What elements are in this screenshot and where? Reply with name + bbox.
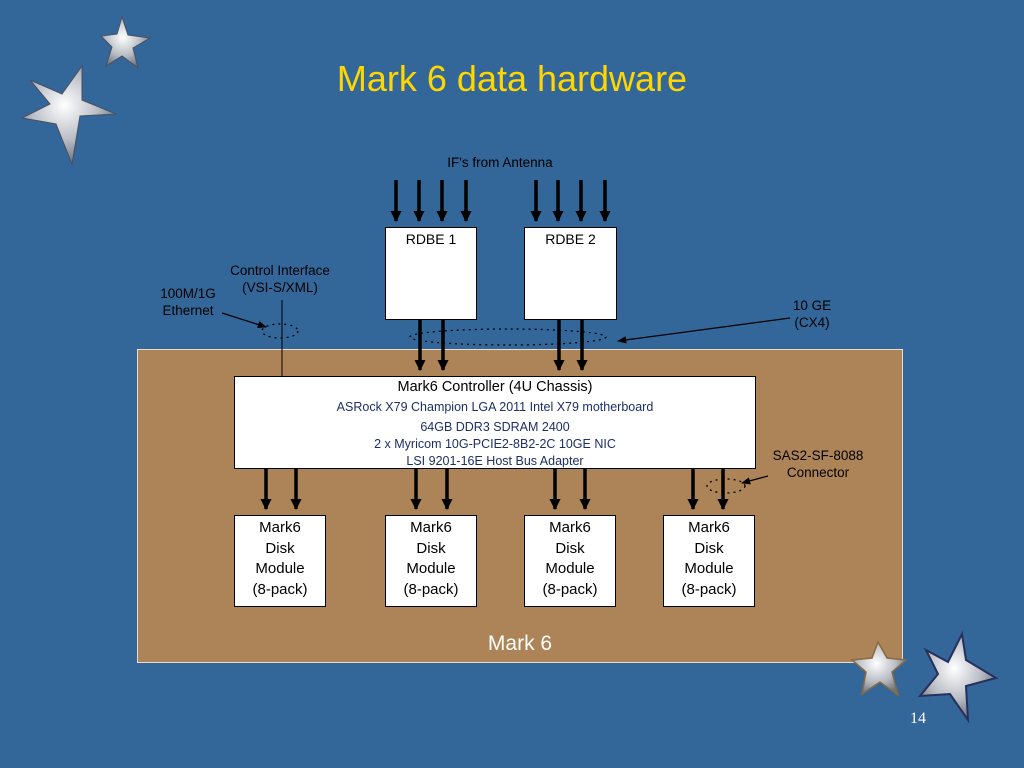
disk-module-line: (8-pack)	[681, 580, 737, 598]
disk-module-line: (8-pack)	[542, 580, 598, 598]
ten-ge-label: 10 GE (CX4)	[772, 297, 852, 331]
disk-module-2: Mark6 Disk Module (8-pack)	[385, 515, 477, 607]
disk-module-line: (8-pack)	[252, 580, 308, 598]
rdbe-2-box: RDBE 2	[524, 227, 617, 320]
controller-title: Mark6 Controller (4U Chassis)	[397, 379, 593, 395]
disk-module-line: Mark6	[688, 519, 730, 536]
ten-ge-line1: 10 GE	[792, 298, 832, 313]
disk-module-line: Mark6	[259, 519, 301, 536]
page-number: 14	[910, 710, 926, 727]
ten-ge-line2: (CX4)	[794, 315, 830, 330]
star-icon	[850, 640, 908, 697]
disk-module-line: Module	[545, 560, 595, 577]
ethernet-line1: 100M/1G	[160, 286, 216, 301]
ifs-from-antenna-label: IF's from Antenna	[447, 155, 553, 170]
control-interface-line1: Control Interface	[230, 263, 330, 278]
mark6-controller-box: Mark6 Controller (4U Chassis) ASRock X79…	[234, 376, 756, 469]
ethernet-line2: Ethernet	[162, 303, 214, 318]
slide-title: Mark 6 data hardware	[336, 58, 688, 99]
controller-spec-memory: 64GB DDR3 SDRAM 2400	[420, 420, 570, 434]
rdbe-2-label: RDBE 2	[545, 231, 596, 247]
rdbe-1-label: RDBE 1	[405, 231, 457, 247]
disk-module-line: Disk	[265, 539, 295, 557]
rdbe-1-box: RDBE 1	[385, 227, 477, 320]
disk-module-line: Module	[684, 560, 734, 577]
star-icon	[20, 64, 117, 166]
control-interface-label: Control Interface (VSI-S/XML)	[205, 262, 355, 296]
controller-spec-motherboard: ASRock X79 Champion LGA 2011 Intel X79 m…	[336, 400, 654, 414]
mark6-label: Mark 6	[487, 632, 553, 655]
disk-module-line: Module	[406, 560, 456, 577]
controller-spec-hba: LSI 9201-16E Host Bus Adapter	[406, 454, 584, 468]
disk-module-line: Module	[255, 560, 305, 577]
star-icon	[917, 630, 999, 724]
star-icon	[99, 15, 152, 70]
disk-module-line: Disk	[694, 539, 724, 557]
ethernet-label: 100M/1G Ethernet	[138, 285, 238, 319]
disk-module-1: Mark6 Disk Module (8-pack)	[234, 515, 326, 607]
disk-module-line: Disk	[555, 539, 585, 557]
sas-line1: SAS2-SF-8088	[772, 448, 864, 463]
disk-module-3: Mark6 Disk Module (8-pack)	[524, 515, 616, 607]
sas-connector-label: SAS2-SF-8088 Connector	[758, 447, 878, 481]
disk-module-4: Mark6 Disk Module (8-pack)	[663, 515, 755, 607]
disk-module-line: Disk	[416, 539, 446, 557]
control-interface-line2: (VSI-S/XML)	[242, 280, 318, 295]
disk-module-line: Mark6	[410, 519, 452, 536]
controller-spec-nic: 2 x Myricom 10G-PCIE2-8B2-2C 10GE NIC	[374, 437, 616, 451]
disk-module-line: (8-pack)	[403, 580, 459, 598]
sas-line2: Connector	[786, 465, 850, 480]
disk-module-line: Mark6	[549, 519, 591, 536]
